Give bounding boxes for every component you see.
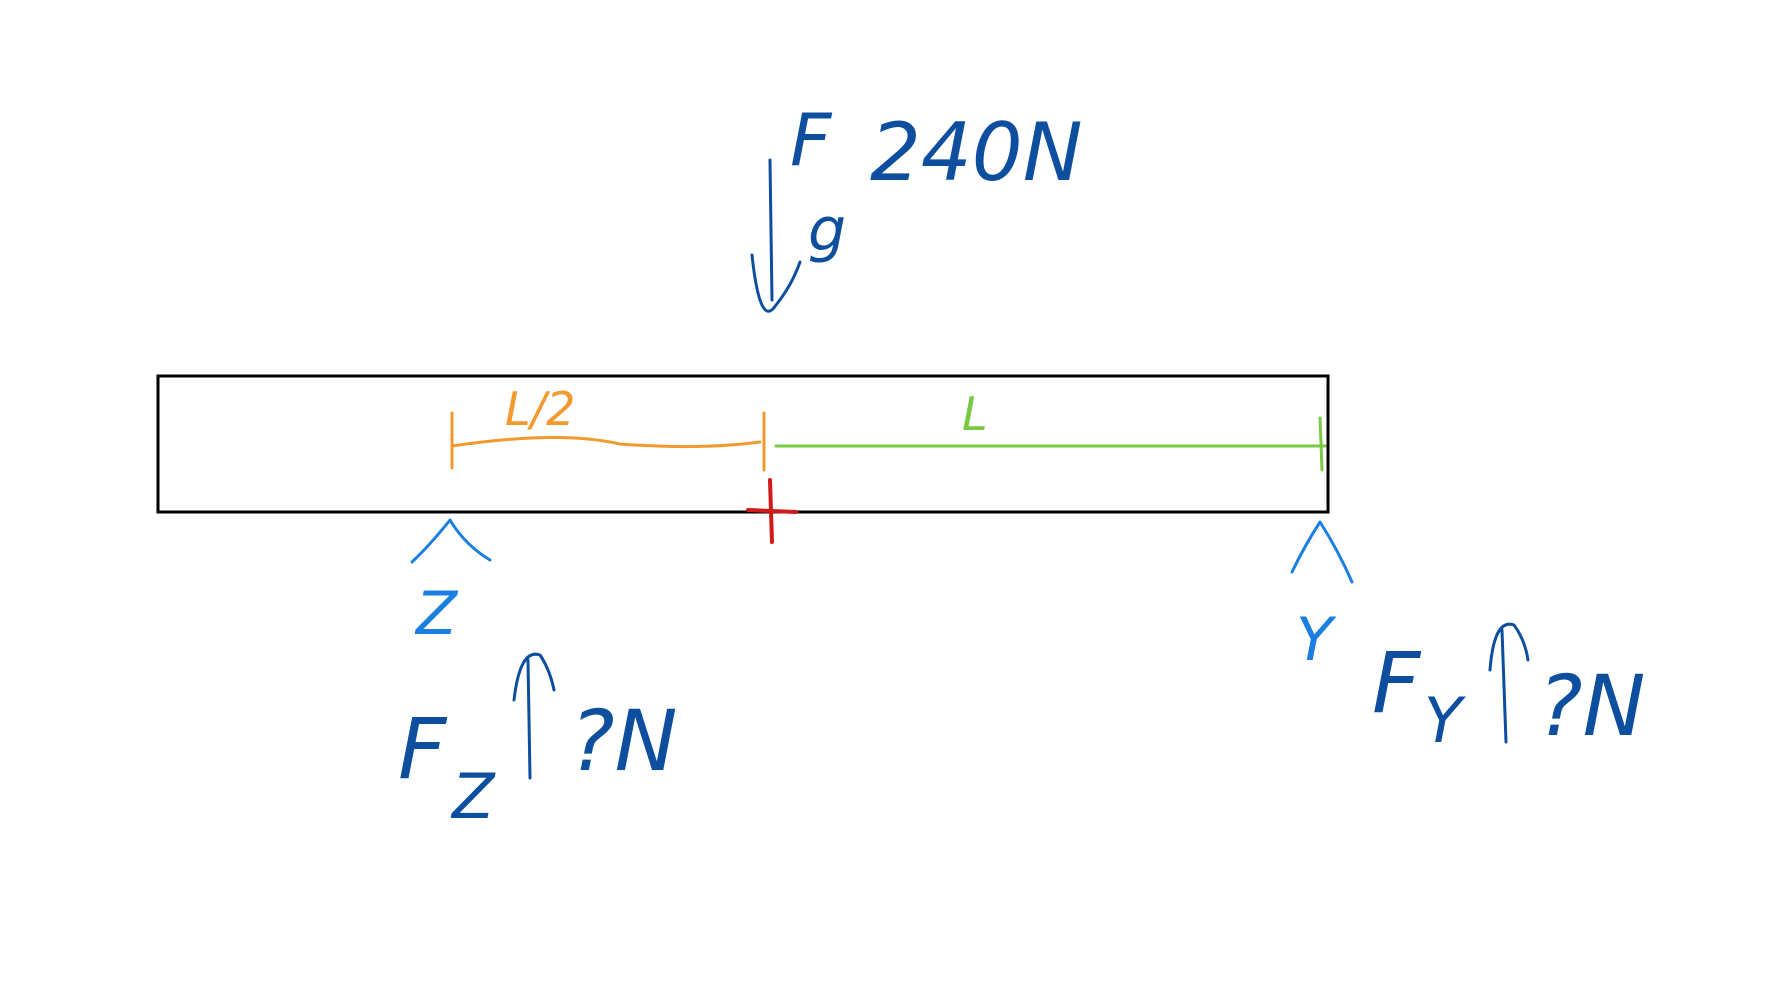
support-z-caret (410, 518, 492, 564)
reaction-force-z: F Z ?N (398, 652, 677, 833)
gravity-force: F g 240N (750, 98, 1083, 313)
center-of-mass-marker (746, 478, 798, 544)
reaction-force-z-value: ?N (570, 692, 677, 790)
dimension-half-length: L/2 (450, 382, 766, 472)
reaction-force-z-subscript: Z (450, 760, 496, 833)
support-y-label: Y (1296, 605, 1337, 675)
reaction-force-y: F Y ?N (1372, 622, 1645, 757)
dimension-full-line (774, 416, 1327, 472)
gravity-force-value: 240N (870, 106, 1083, 199)
dimension-half-label: L/2 (505, 382, 575, 436)
gravity-force-symbol: F (790, 98, 833, 182)
gravity-force-subscript: g (808, 195, 846, 265)
reaction-force-y-subscript: Y (1424, 684, 1466, 757)
dimension-full-length: L (774, 387, 1327, 472)
dimension-half-line (450, 411, 766, 472)
dimension-full-label: L (962, 387, 988, 441)
support-z-label: Z (414, 579, 459, 649)
support-y-caret (1290, 520, 1354, 584)
support-z: Z (410, 518, 492, 649)
support-y: Y (1290, 520, 1354, 675)
reaction-force-y-symbol: F (1372, 634, 1422, 732)
beam (156, 374, 1330, 514)
up-arrow-icon (512, 652, 556, 780)
up-arrow-icon (1488, 622, 1530, 744)
reaction-force-y-value: ?N (1538, 657, 1645, 755)
down-arrow-icon (750, 158, 802, 313)
reaction-force-z-symbol: F (398, 700, 448, 798)
